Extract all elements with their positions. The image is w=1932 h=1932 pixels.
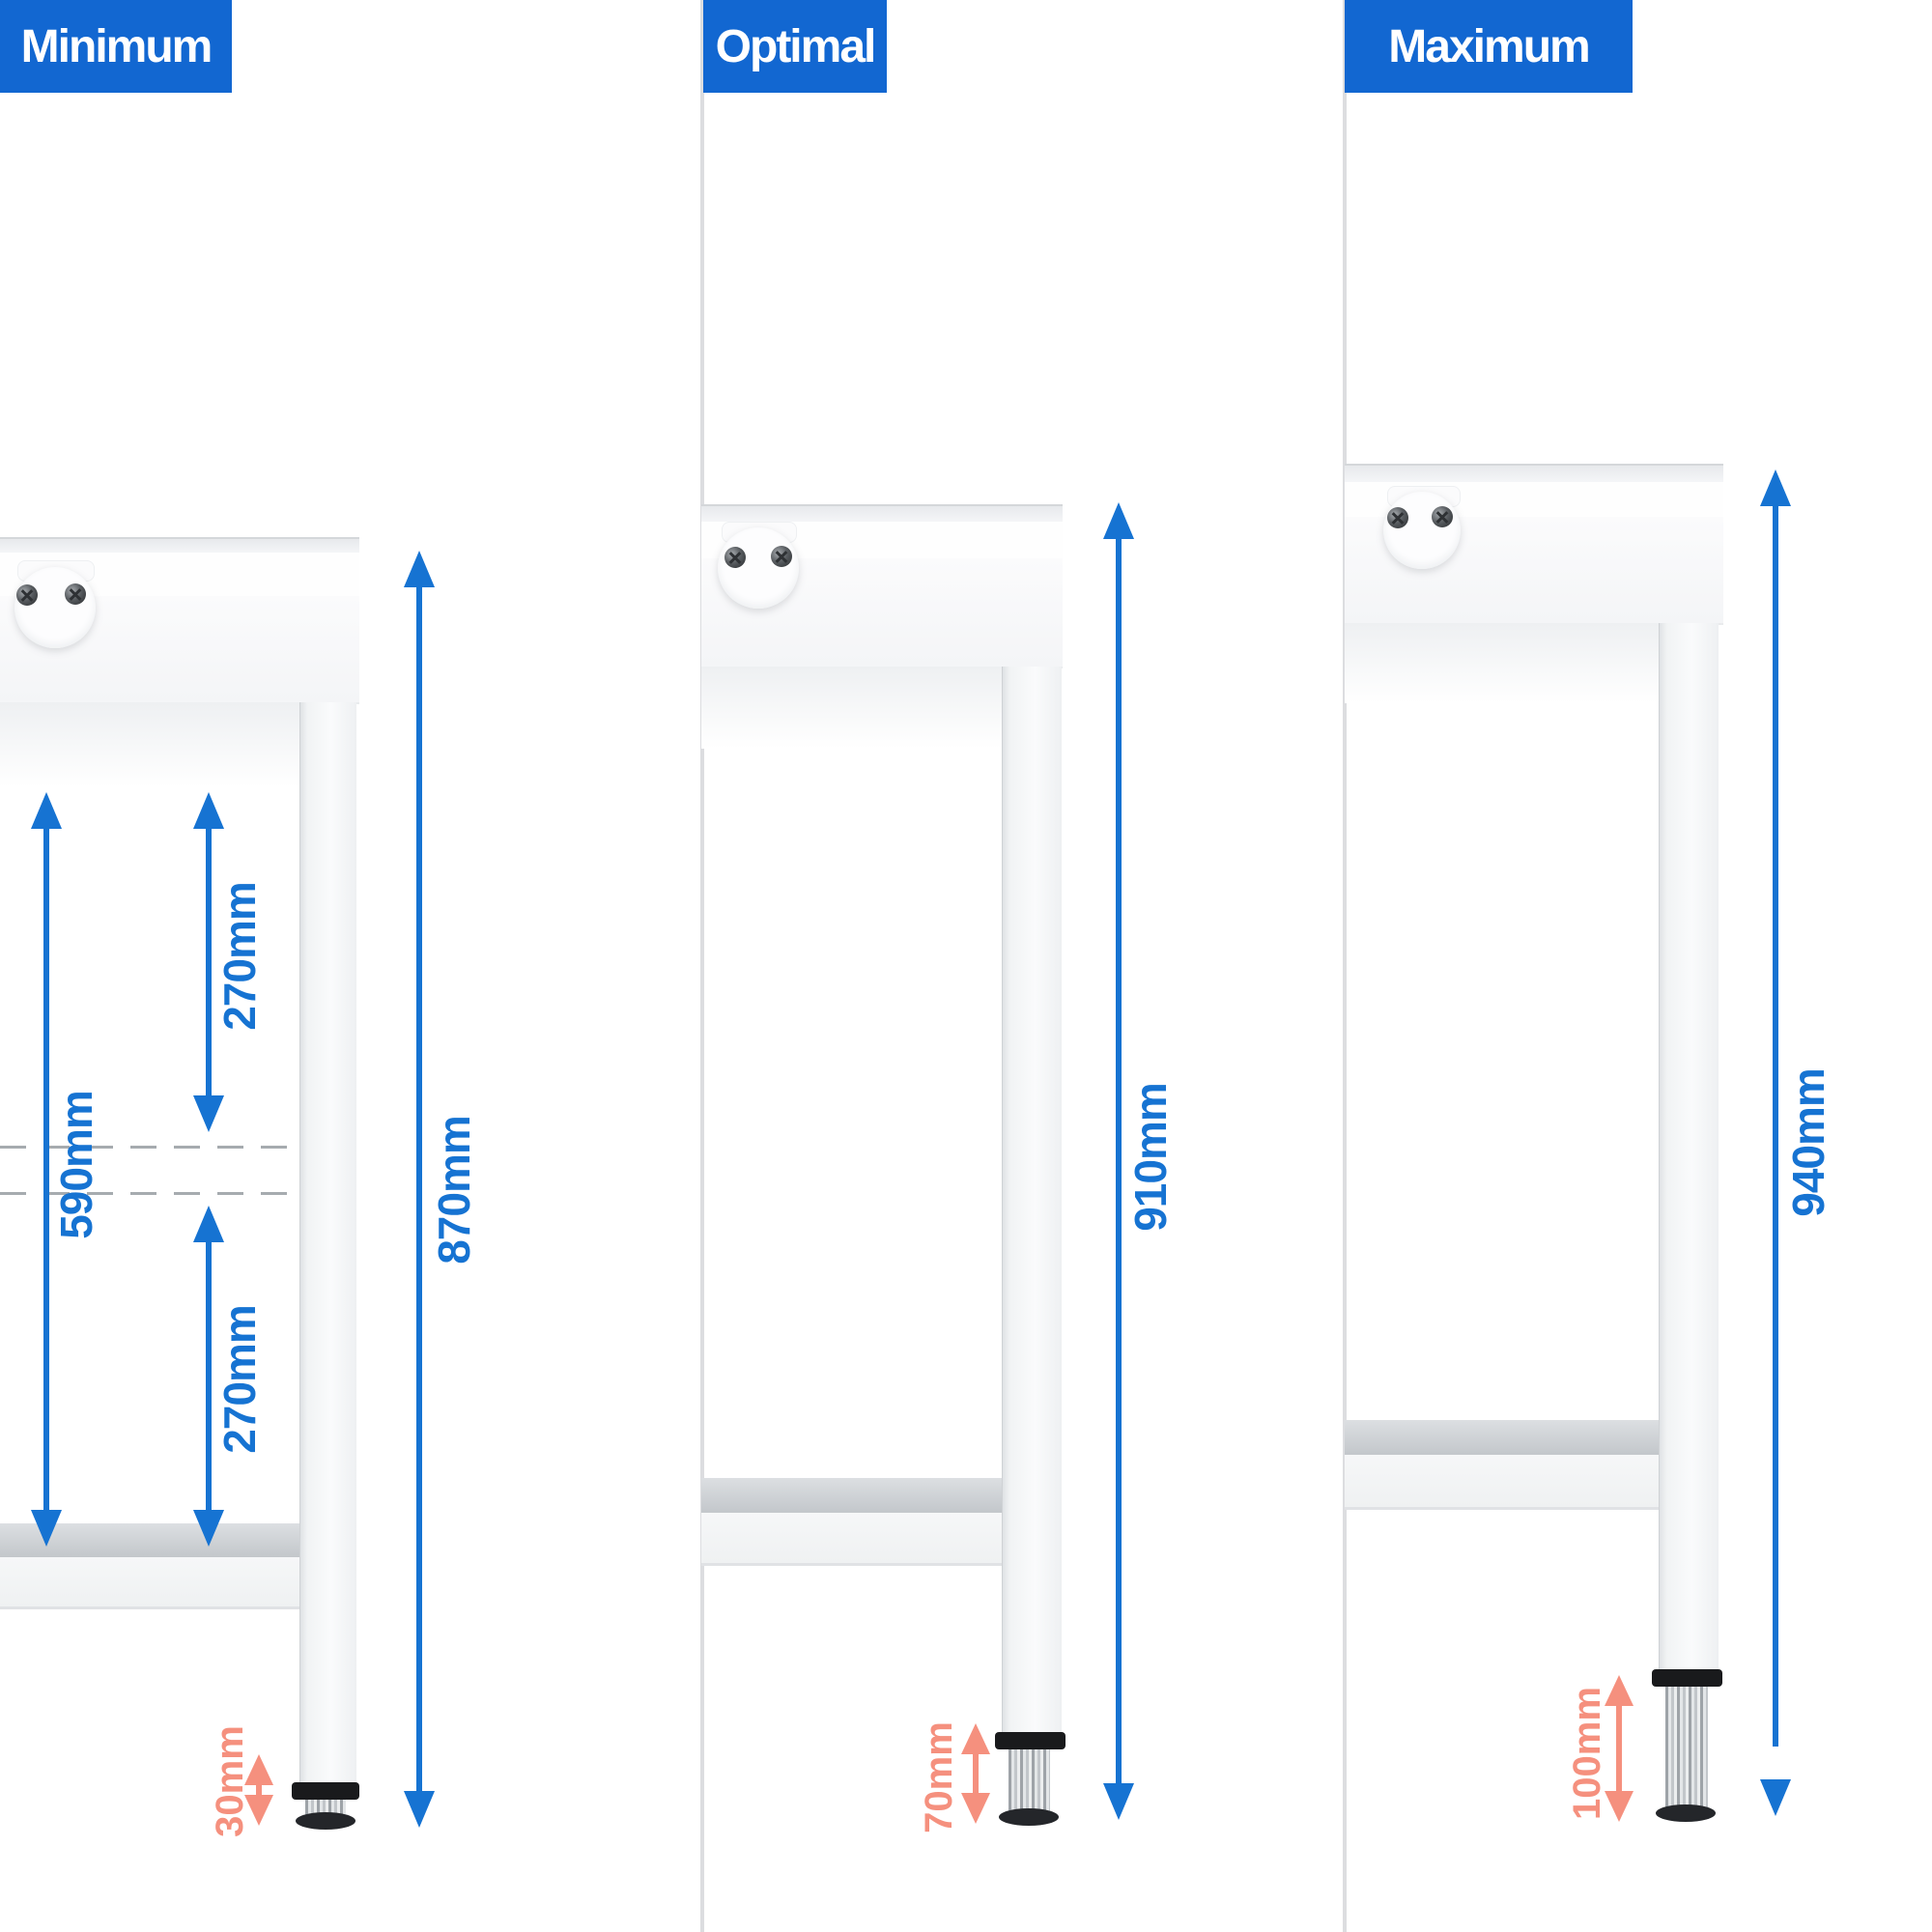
total-height-arrow	[1116, 535, 1122, 1783]
adjustable-foot-base	[1656, 1804, 1716, 1822]
under-apron-panel	[1345, 623, 1659, 703]
arrow-up-icon	[1605, 1675, 1634, 1706]
mounting-bracket	[718, 527, 799, 609]
adjustable-foot-cap	[292, 1782, 359, 1800]
under-apron-panel	[701, 667, 1002, 749]
screw-icon	[1432, 506, 1453, 527]
bottom-shelf-front-rail	[0, 1557, 299, 1609]
total-height-arrow	[416, 583, 422, 1793]
arrow-down-icon	[31, 1510, 62, 1547]
bottom-shelf-surface	[1345, 1420, 1659, 1455]
total-height-arrow	[1773, 502, 1778, 1747]
arrow-up-icon	[404, 551, 435, 587]
arrow-up-icon	[193, 1206, 224, 1242]
screw-icon	[65, 583, 86, 605]
total-height-label: 910mm	[1125, 1083, 1176, 1232]
foot-adjust-arrow	[973, 1750, 979, 1797]
arrow-up-icon	[31, 792, 62, 829]
arrow-up-icon	[193, 792, 224, 829]
tabletop-top-face	[1345, 464, 1723, 484]
adjustable-foot-base	[296, 1812, 355, 1830]
arrow-down-icon	[244, 1795, 273, 1826]
mounting-bracket	[1383, 492, 1461, 569]
upper-gap-label: 270mm	[214, 882, 265, 1031]
screw-icon	[1387, 507, 1408, 528]
arrow-up-icon	[961, 1723, 990, 1754]
total-height-label: 870mm	[429, 1116, 479, 1264]
panel-divider	[1343, 0, 1347, 1932]
table-leg	[299, 702, 356, 1784]
foot-adjust-label: 30mm	[208, 1725, 251, 1837]
upper-gap-arrow	[206, 825, 212, 1099]
bottom-shelf-front-rail	[701, 1513, 1002, 1566]
arrow-down-icon	[1103, 1783, 1134, 1820]
tabletop-top-face	[701, 504, 1063, 524]
foot-adjust-label: 100mm	[1565, 1687, 1608, 1820]
arrow-up-icon	[1760, 469, 1791, 506]
mounting-bracket	[14, 567, 96, 648]
arrow-up-icon	[1103, 502, 1134, 539]
bottom-shelf-surface	[701, 1478, 1002, 1513]
foot-adjust-arrow	[256, 1781, 262, 1799]
lower-gap-label: 270mm	[214, 1305, 265, 1454]
table-leg	[1002, 667, 1062, 1734]
arrow-down-icon	[193, 1510, 224, 1547]
panel-title: Minimum	[20, 20, 213, 72]
adjustable-foot-cylinder	[1665, 1687, 1708, 1816]
adjustable-foot-cylinder	[1009, 1749, 1050, 1820]
arrow-down-icon	[193, 1095, 224, 1132]
under-apron-panel	[0, 702, 299, 787]
screw-icon	[16, 584, 38, 606]
arrow-down-icon	[1605, 1791, 1634, 1822]
screw-icon	[771, 546, 792, 567]
arrow-up-icon	[244, 1754, 273, 1785]
panel-divider	[700, 0, 704, 1932]
clearance-arrow	[43, 825, 49, 1512]
lower-gap-arrow	[206, 1238, 212, 1512]
panel-title-badge: Maximum	[1345, 0, 1633, 93]
shelf-position-dashed-line	[0, 1192, 294, 1195]
arrow-down-icon	[961, 1793, 990, 1824]
adjustable-foot-cap	[995, 1732, 1065, 1749]
arrow-down-icon	[1760, 1779, 1791, 1816]
screw-icon	[724, 547, 746, 568]
arrow-down-icon	[404, 1791, 435, 1828]
adjustable-foot-base	[999, 1808, 1059, 1826]
tabletop-top-face	[0, 537, 359, 554]
bottom-shelf-front-rail	[1345, 1455, 1659, 1510]
panel-title: Optimal	[715, 20, 877, 72]
table-leg	[1659, 623, 1719, 1671]
adjustable-foot-cap	[1652, 1669, 1722, 1687]
foot-adjust-arrow	[1616, 1702, 1622, 1795]
shelf-position-dashed-line	[0, 1146, 294, 1149]
panel-title: Maximum	[1388, 20, 1590, 72]
total-height-label: 940mm	[1783, 1068, 1833, 1217]
panel-title-badge: Minimum	[0, 0, 232, 93]
clearance-height-label: 590mm	[51, 1091, 101, 1239]
foot-adjust-label: 70mm	[917, 1721, 960, 1833]
panel-title-badge: Optimal	[703, 0, 887, 93]
